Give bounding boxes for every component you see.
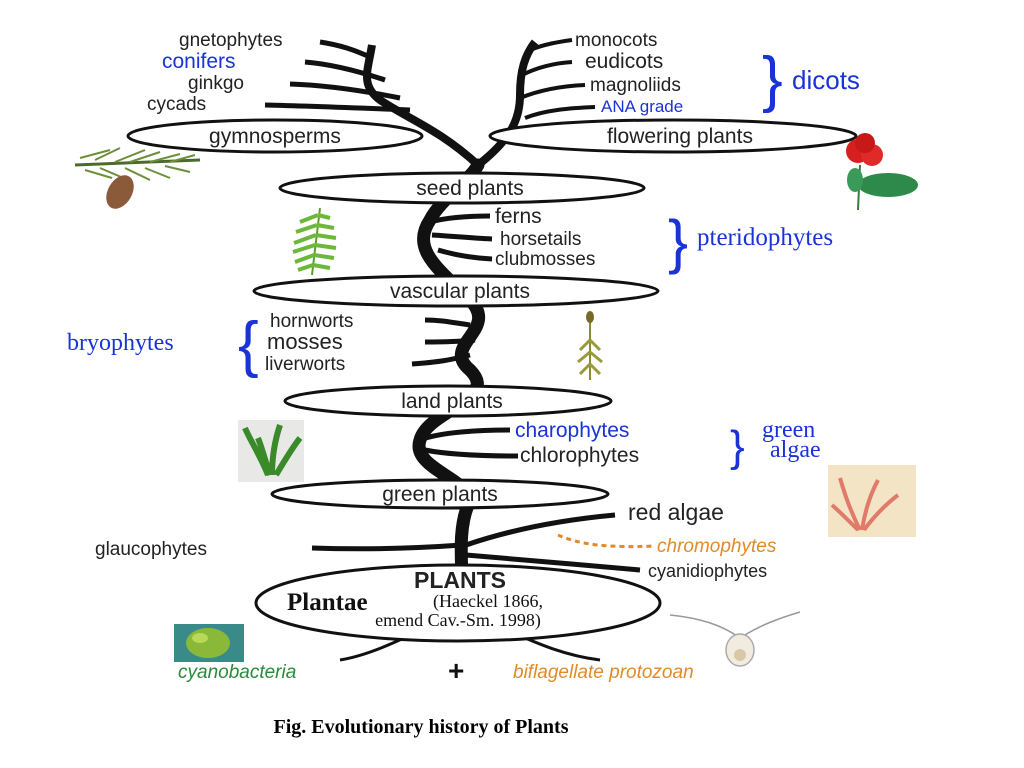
label-plus: + [448,655,464,686]
flower-illustration [846,133,918,211]
flowering-stem [475,39,539,169]
root-latin: Plantae [287,589,368,616]
label-cyanidiophytes: cyanidiophytes [648,561,767,581]
green-algae-brace: } [730,422,745,471]
label-hornworts: hornworts [270,311,353,332]
red-algae-illustration [828,465,916,537]
label-red-algae: red algae [628,499,724,525]
node-plants-root [254,563,662,643]
node-green-plants [270,478,610,510]
node-flowering-plants-label: flowering plants [607,125,753,148]
label-ginkgo: ginkgo [188,73,244,94]
label-pteridophytes: pteridophytes [697,224,833,251]
node-land-plants [283,384,613,418]
protozoan-illustration [669,611,801,667]
node-gymnosperms-label: gymnosperms [209,125,341,148]
label-biflagellate-protozoan: biflagellate protozoan [513,662,694,683]
label-ana-grade: ANA grade [601,97,683,116]
label-mosses: mosses [267,329,343,354]
label-gnetophytes: gnetophytes [179,30,283,51]
label-green-algae-line1: green [762,417,815,443]
node-vascular-plants-label: vascular plants [390,280,530,303]
label-ferns: ferns [495,205,542,228]
node-vascular-plants [252,274,660,308]
node-gymnosperms [126,118,424,154]
label-green-algae-line2: algae [770,437,821,463]
figure-caption: Fig. Evolutionary history of Plants [273,716,569,738]
label-chlorophytes: chlorophytes [520,444,639,467]
pteridophytes-brace: } [668,208,688,275]
label-monocots: monocots [575,30,657,51]
gymnosperm-stem [363,44,481,168]
node-flowering-plants [488,118,858,154]
label-clubmosses: clubmosses [495,249,595,270]
node-seed-plants-label: seed plants [416,177,523,200]
label-liverworts: liverworts [265,354,345,375]
label-cycads: cycads [147,94,206,115]
bryophytes-brace: { [238,310,259,379]
node-green-plants-label: green plants [382,483,498,506]
main-trunk [412,158,485,592]
root-authority: (Haeckel 1866, [433,591,543,612]
label-magnoliids: magnoliids [590,75,681,96]
label-glaucophytes: glaucophytes [95,539,207,560]
cyanobacteria-illustration [174,624,244,662]
label-charophytes: charophytes [515,419,629,442]
label-dicots: dicots [792,65,860,95]
charophyte-illustration [238,420,304,482]
label-cyanobacteria: cyanobacteria [178,662,296,683]
dicots-brace: } [762,45,783,114]
conifer-illustration [74,147,201,209]
label-eudicots: eudicots [585,50,663,73]
root-title: PLANTS [414,567,506,593]
fern-illustration [292,207,337,276]
label-horsetails: horsetails [500,229,581,250]
label-chromophytes: chromophytes [657,536,777,557]
label-conifers: conifers [162,50,236,73]
root-emend: emend Cav.-Sm. 1998) [375,610,541,631]
node-land-plants-label: land plants [401,390,503,413]
label-bryophytes: bryophytes [67,330,174,356]
node-seed-plants [278,171,646,205]
moss-illustration [577,311,603,380]
